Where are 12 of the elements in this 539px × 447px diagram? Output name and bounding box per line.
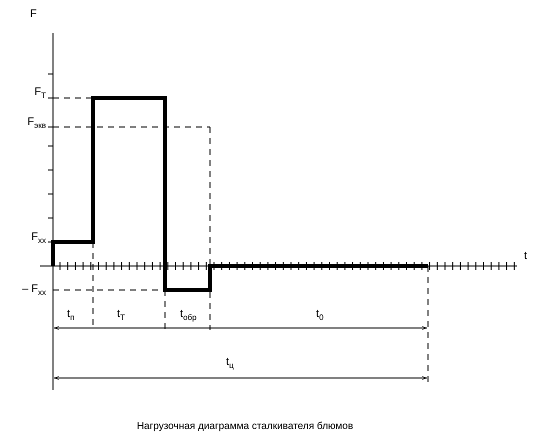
interval-label: t$_{ц}$ [226, 356, 234, 372]
interval-label: t$_{п}$ [67, 308, 74, 324]
interval-label: t$_{обр}$ [180, 308, 197, 324]
axis-label: F [30, 8, 37, 20]
axis-label: t [524, 250, 528, 262]
interval-label: t$_{0}$ [316, 308, 324, 324]
level-label: – F$_{хх}$ [22, 283, 46, 300]
level-label: F$_{хх}$ [31, 231, 46, 248]
level-label: F$_{экв}$ [27, 116, 46, 132]
caption: Нагрузочная диаграмма сталкивателя блюмов [136, 421, 354, 432]
level-label: F$_{Т}$ [34, 86, 46, 102]
interval-label: t$_{Т}$ [117, 308, 125, 324]
